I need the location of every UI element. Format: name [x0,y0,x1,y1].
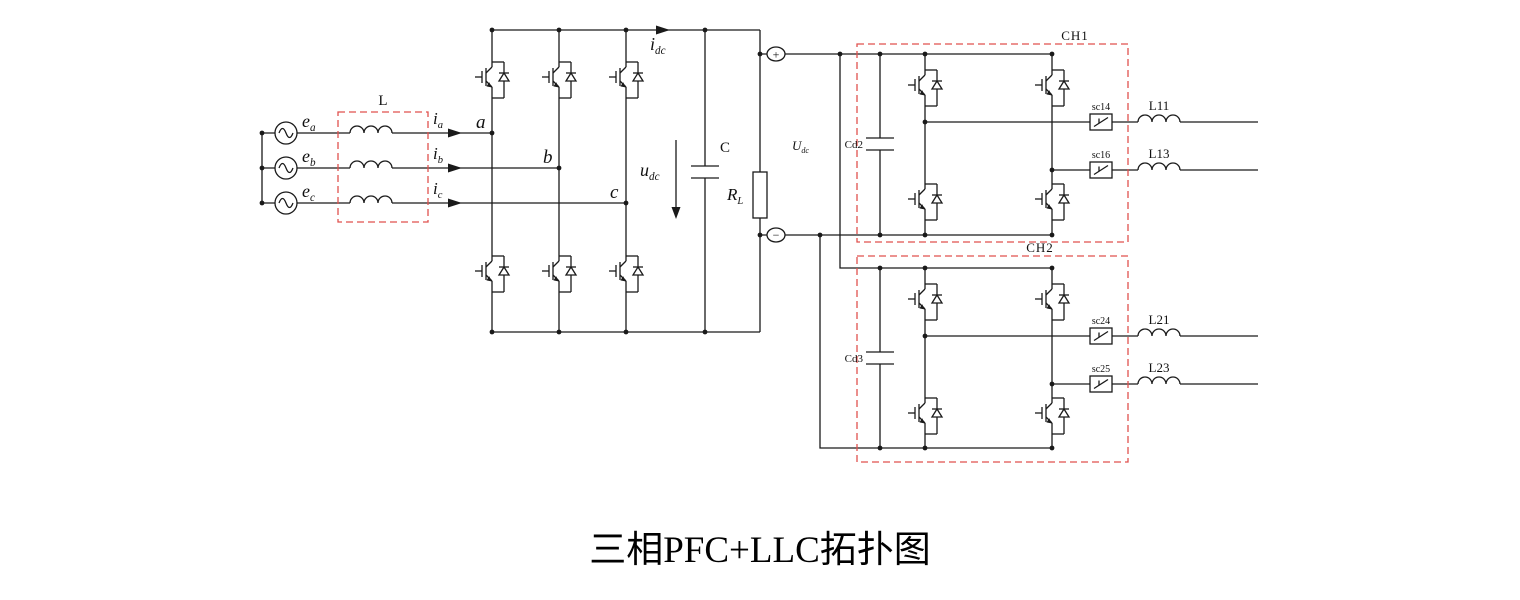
label-sc14: sc14 [1092,102,1110,113]
label-current-ic: ic [433,179,443,201]
label-cd3: Cd3 [845,353,864,365]
label-l11: L11 [1149,98,1169,113]
label-idc: idc [650,34,666,57]
label-l13: L13 [1149,146,1170,161]
arrow-ic [448,198,462,208]
arrow-ib [448,163,462,173]
switch-sc14 [1089,113,1113,131]
switch-sc25 [1089,375,1113,393]
label-source-ea: ea [302,111,316,134]
minus-sign: − [773,228,780,242]
ac-source-group [274,121,298,215]
phase-current-arrows [448,25,681,219]
label-sc25: sc25 [1092,364,1110,375]
minus-terminal [766,227,786,243]
plus-terminal [766,46,786,62]
label-ch1: CH1 [1061,28,1089,43]
arrow-udc [671,207,681,219]
arrow-ia [448,128,462,138]
wiring-rectifier-legs [491,30,627,332]
label-l23: L23 [1149,360,1170,375]
switch-sc16 [1089,161,1113,179]
label-sc16: sc16 [1092,150,1110,161]
ac-source-b [274,156,298,180]
switch-sc24 [1089,327,1113,345]
arrow-idc [656,25,670,35]
label-l21: L21 [1149,312,1170,327]
ac-source-c [274,191,298,215]
label-capacitor-c: C [720,140,730,156]
ch1-dashed-box [856,43,1129,243]
load-resistor [752,171,768,219]
label-cd2: Cd2 [845,139,863,151]
label-inductor-block: L [378,93,387,109]
label-source-eb: eb [302,146,316,169]
wiring-ch1 [866,53,1258,236]
label-current-ib: ib [433,144,443,166]
label-node-c: c [610,182,619,203]
ch2-dashed-box [856,255,1129,463]
label-sc24: sc24 [1092,316,1110,327]
wiring-ch2 [866,267,1258,449]
input-inductor-dashed-box [337,111,429,223]
junction-dots [259,27,1055,451]
label-source-ec: ec [302,181,315,204]
label-current-ia: ia [433,109,443,131]
diagram-title: 三相PFC+LLC拓扑图 [589,530,931,571]
label-node-b: b [543,147,553,168]
label-ch2: CH2 [1026,240,1054,255]
label-load-rl: RL [726,185,743,207]
label-udc: udc [640,160,660,183]
ac-source-a [274,121,298,145]
label-bus-voltage: Udc [792,138,809,155]
label-node-a: a [476,112,486,133]
plus-sign: + [773,48,780,62]
